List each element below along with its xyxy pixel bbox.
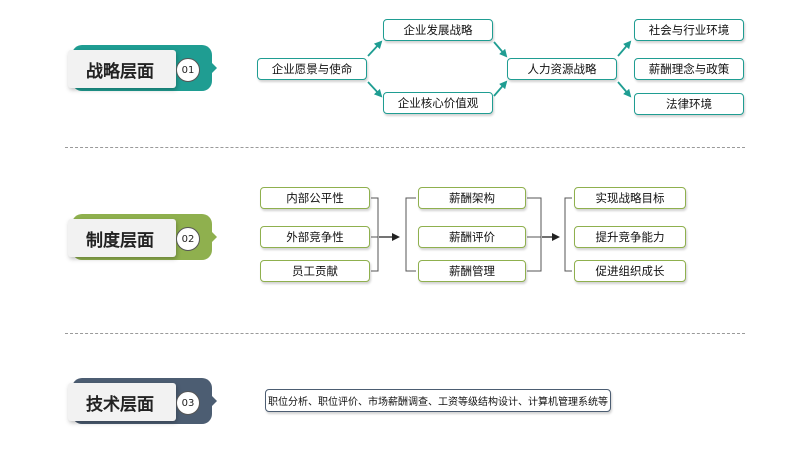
technical-level-title: 技术层面	[68, 383, 176, 421]
output-bracket	[564, 197, 572, 272]
development-node: 企业发展战略	[383, 19, 493, 41]
strategy-level-title: 战略层面	[68, 50, 176, 88]
arrow-hr-to-society	[617, 40, 632, 57]
divider-2	[65, 333, 745, 334]
input-node-1: 内部公平性	[260, 187, 370, 209]
hr-strategy-node: 人力资源战略	[507, 58, 617, 80]
arrow-vision-to-development	[367, 40, 383, 57]
vision-node: 企业愿景与使命	[257, 58, 367, 80]
system-level-label: 制度层面	[86, 230, 154, 251]
arrow-vision-to-values	[367, 81, 383, 98]
center-left-bracket	[405, 197, 416, 272]
arrow-hr-to-law	[617, 81, 632, 98]
system-level-number: 02	[176, 227, 200, 251]
output-node-3: 促进组织成长	[574, 260, 686, 282]
strategy-level-number: 01	[176, 58, 200, 82]
center-node-3: 薪酬管理	[418, 260, 526, 282]
technical-methods-node: 职位分析、职位评价、市场薪酬调查、工资等级结构设计、计算机管理系统等	[265, 389, 611, 412]
philosophy-node: 薪酬理念与政策	[634, 58, 744, 80]
center-node-2: 薪酬评价	[418, 226, 526, 248]
center-right-bracket	[527, 197, 542, 272]
arrow-development-to-hr	[493, 41, 508, 58]
output-node-2: 提升竞争能力	[574, 226, 686, 248]
input-node-2: 外部竞争性	[260, 226, 370, 248]
divider-1	[65, 147, 745, 148]
technical-level-label: 技术层面	[86, 394, 154, 415]
system-tab-pointer	[210, 230, 217, 244]
technical-tab-pointer	[210, 394, 217, 408]
technical-level-number: 03	[176, 391, 200, 415]
arrow-values-to-hr	[493, 80, 508, 97]
values-node: 企业核心价值观	[383, 92, 493, 114]
output-node-1: 实现战略目标	[574, 187, 686, 209]
input-node-3: 员工贡献	[260, 260, 370, 282]
strategy-tab-pointer	[210, 61, 217, 75]
law-node: 法律环境	[634, 93, 744, 115]
input-bracket	[371, 197, 379, 272]
strategy-level-label: 战略层面	[86, 61, 154, 82]
center-node-1: 薪酬架构	[418, 187, 526, 209]
system-level-title: 制度层面	[68, 219, 176, 257]
society-node: 社会与行业环境	[634, 19, 744, 41]
